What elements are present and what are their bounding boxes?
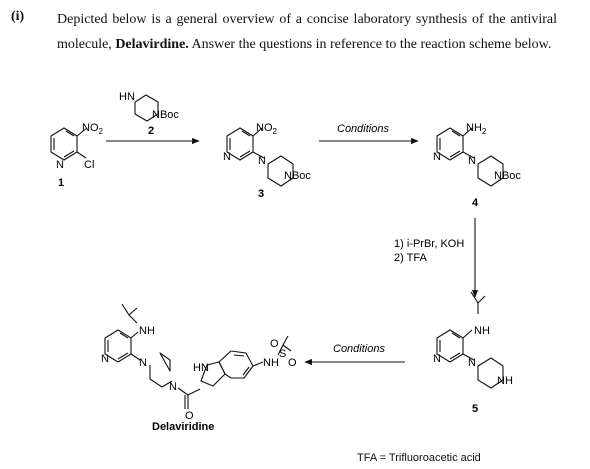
compound-2-structure [134,94,159,122]
del-nh-label: NH [139,325,155,337]
del-n-pyr-label: N [101,353,109,365]
compound-2-number: 2 [148,125,154,137]
del-o2-label: O [288,357,297,369]
del-nh-sulf-label: NH [263,357,279,369]
c5-n-pyr-label: N [433,353,441,365]
c1-n-label: N [56,159,64,171]
question-text: Depicted below is a general overview of … [57,12,557,52]
c2-hn-label: HN [119,91,135,103]
compound-4-number: 4 [472,197,479,209]
c2-nboc-label: NBoc [152,109,179,121]
compound-1-number: 1 [58,177,64,189]
del-n-pip2-label: N [169,381,177,393]
delavirdine-structure [104,303,292,409]
del-hn-indole-label: HN [193,362,209,374]
del-n-pip1-label: N [139,357,147,369]
c3-n-pyr-label: N [223,151,231,163]
del-carbonyl-o-label: O [185,410,194,422]
compound-1-structure [50,127,88,161]
c4-nh2-label: NH2 [466,122,487,136]
compound-3-number: 3 [258,188,264,200]
arrow-4-conditions: Conditions [333,343,385,355]
compound-5-structure [436,291,504,389]
c5-n-pip-label: N [468,357,476,369]
question-number: (i) [11,9,25,24]
arrow-2-conditions: Conditions [337,123,389,135]
target-molecule-name: Delavirdine. [115,36,189,52]
c1-no2-label: NO2 [82,122,104,136]
arrow-3-step-1: 1) i-PrBr, KOH [394,238,464,250]
c5-nh-pip-label: NH [497,375,513,387]
del-s-label: S [279,348,286,360]
c5-nh-label: NH [474,325,490,337]
c3-no2-label: NO2 [256,122,278,136]
del-o1-label: O [270,338,279,350]
c1-cl-label: Cl [84,159,94,171]
footnote: TFA = Trifluoroacetic acid [357,452,481,464]
delavirdine-name: Delaviridine [152,421,214,433]
c3-nboc-label: NBoc [284,170,311,182]
compound-5-number: 5 [472,403,478,415]
arrow-3-step-2: 2) TFA [394,252,427,264]
c4-nboc-label: NBoc [494,170,521,182]
compound-4-structure [436,127,504,187]
c3-n-pip-label: N [258,155,266,167]
c4-n-pip-label: N [468,155,476,167]
compound-3-structure [226,127,294,187]
c4-n-pyr-label: N [433,151,441,163]
